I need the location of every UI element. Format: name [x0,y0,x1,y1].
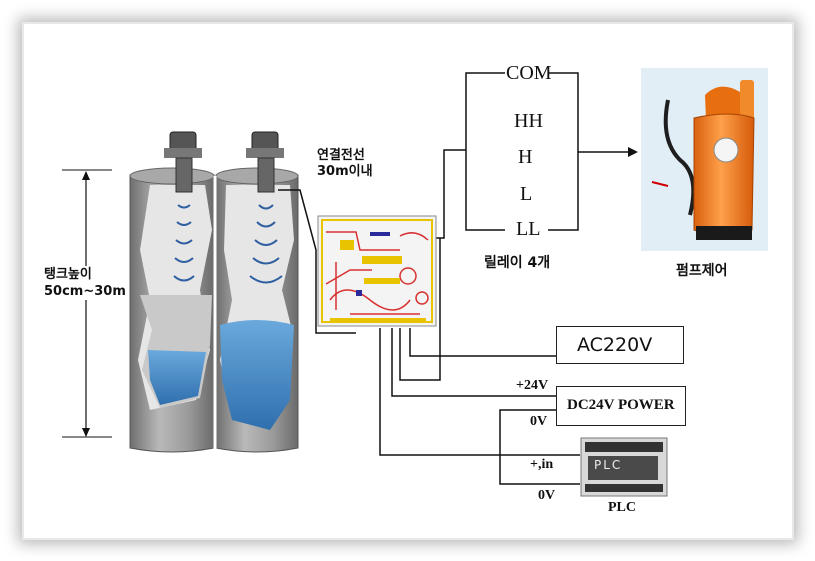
tank-height-line2: 50cm~30m [44,284,126,299]
relay-h-label: H [518,146,533,168]
relay-l-label: L [520,183,533,205]
plus24-label: +24V [516,378,549,393]
plc-input-label: +,in [530,457,554,472]
dc-power-box: DC24V POWER [556,386,686,426]
relay-ll-label: LL [516,218,541,240]
ac-power-label: AC220V [577,334,653,356]
pump-caption: 펌프제어 [676,263,728,279]
zero-v-dc-label: 0V [530,414,548,429]
relay-caption: 릴레이 4개 [484,255,551,271]
dc-power-label: DC24V POWER [567,397,675,413]
pump-photo [641,68,768,251]
relay-com-label: COM [506,62,552,84]
plc-device [580,437,668,497]
arrow-head-icon [628,147,638,157]
wiring [278,72,628,485]
plc-caption: PLC [608,500,636,515]
tank-height-label: 탱크높이 50cm~30m [44,266,126,300]
pcb-board [317,215,437,327]
cable-label: 연결전선 30m이내 [317,148,373,180]
relay-hh-label: HH [514,110,543,132]
ac-power-box: AC220V [556,326,684,364]
tank-height-line1: 탱크높이 [44,267,92,282]
plc-device-text: PLC [594,458,623,472]
zero-v-plc-label: 0V [538,488,556,503]
cable-label-line2: 30m이내 [317,164,373,179]
cable-label-line1: 연결전선 [317,148,365,163]
tank-illustration [62,131,299,453]
